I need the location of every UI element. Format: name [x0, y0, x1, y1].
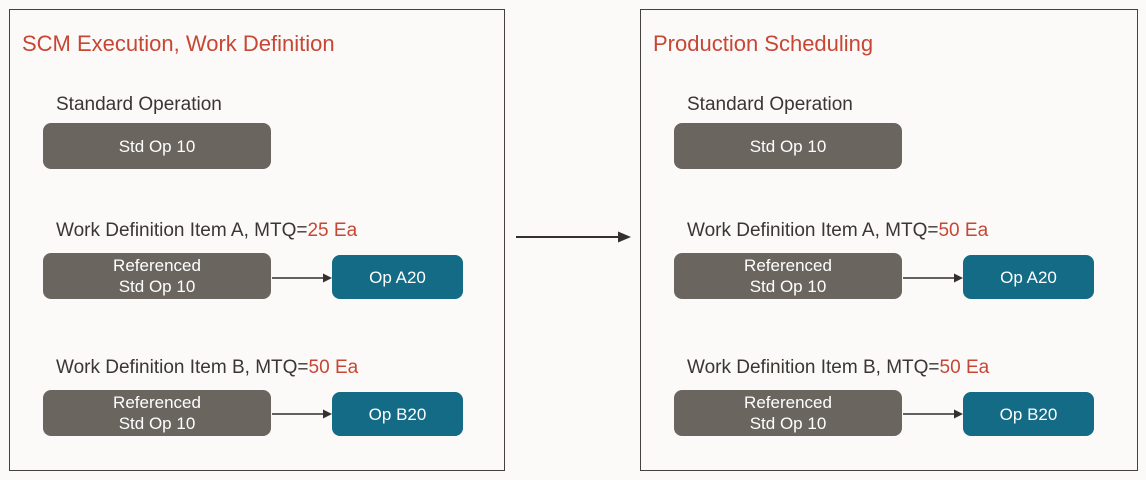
referenced-node-line2: Std Op 10 — [118, 277, 196, 296]
connector-arrow — [272, 409, 332, 419]
work-definition-item-b-label: Work Definition Item B, MTQ=50 Ea — [687, 356, 989, 380]
referenced-node-line1: Referenced — [744, 393, 832, 412]
connector-arrow — [903, 273, 963, 283]
op-b20-node: Op B20 — [332, 392, 463, 436]
item-label-text: Work Definition Item B, MTQ= — [56, 357, 309, 378]
referenced-std-op-node: Referenced Std Op 10 — [43, 390, 271, 436]
panel-title: SCM Execution, Work Definition — [22, 31, 335, 56]
item-label-text: Work Definition Item A, MTQ= — [687, 220, 939, 241]
op-node-label: Op A20 — [369, 267, 426, 287]
panel-production-scheduling: Production Scheduling Standard Operation… — [640, 9, 1138, 471]
referenced-node-line2: Std Op 10 — [749, 414, 827, 433]
panel-title: Production Scheduling — [653, 31, 874, 56]
panel-scm-execution: SCM Execution, Work Definition Standard … — [9, 9, 505, 471]
connector-arrow — [272, 273, 332, 283]
op-node-label: Op B20 — [368, 404, 427, 424]
item-label-text: Work Definition Item A, MTQ= — [56, 220, 308, 241]
connector-arrow — [903, 409, 963, 419]
referenced-node-line2: Std Op 10 — [118, 414, 196, 433]
mtq-value: 50 Ea — [938, 220, 989, 241]
referenced-std-op-node: Referenced Std Op 10 — [674, 390, 902, 436]
item-label-text: Work Definition Item B, MTQ= — [687, 357, 940, 378]
op-node-label: Op A20 — [1000, 267, 1057, 287]
referenced-node-line1: Referenced — [113, 393, 201, 412]
mtq-value: 50 Ea — [939, 357, 990, 378]
op-node-label: Op B20 — [999, 404, 1058, 424]
referenced-node-line2: Std Op 10 — [749, 277, 827, 296]
standard-operation-label: Standard Operation — [56, 94, 222, 115]
std-op-node-label: Std Op 10 — [118, 136, 196, 156]
work-definition-item-a-label: Work Definition Item A, MTQ=50 Ea — [687, 219, 988, 243]
op-a20-node: Op A20 — [332, 255, 463, 299]
op-a20-node: Op A20 — [963, 255, 1094, 299]
work-definition-item-b-label: Work Definition Item B, MTQ=50 Ea — [56, 356, 358, 380]
referenced-std-op-node: Referenced Std Op 10 — [43, 253, 271, 299]
mtq-value: 50 Ea — [308, 357, 359, 378]
panel-flow-arrow — [516, 231, 631, 243]
work-definition-item-a-label: Work Definition Item A, MTQ=25 Ea — [56, 219, 357, 243]
referenced-std-op-node: Referenced Std Op 10 — [674, 253, 902, 299]
referenced-node-line1: Referenced — [113, 256, 201, 275]
std-op-node: Std Op 10 — [43, 123, 271, 169]
std-op-node-label: Std Op 10 — [749, 136, 827, 156]
mtq-value: 25 Ea — [307, 220, 358, 241]
standard-operation-label: Standard Operation — [687, 94, 853, 115]
std-op-node: Std Op 10 — [674, 123, 902, 169]
referenced-node-line1: Referenced — [744, 256, 832, 275]
op-b20-node: Op B20 — [963, 392, 1094, 436]
